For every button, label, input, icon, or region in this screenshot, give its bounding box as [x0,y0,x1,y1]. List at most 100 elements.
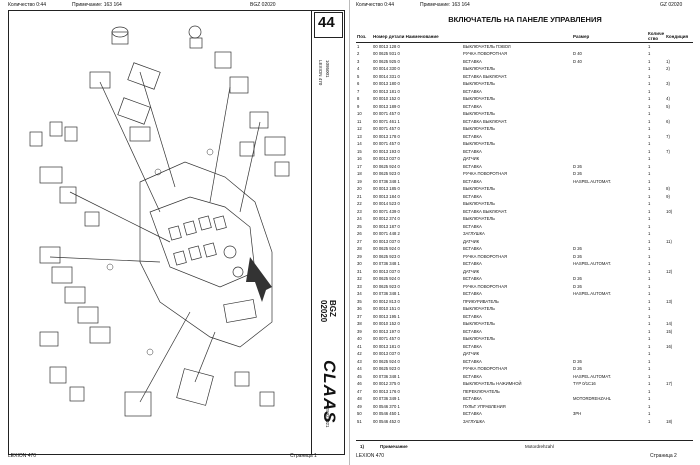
cell-size [572,80,647,88]
cell-size: HASPEL AUTOMAT. [573,291,612,297]
cell-pos: 15 [357,148,362,154]
cell-pos: 32 [357,276,362,282]
cell-cond [665,350,693,358]
footer-page: Страница 2 [650,453,677,459]
cell-name: ДАТЧИК [463,156,480,162]
header-code: BGZ 02020 [250,2,276,8]
cell-size [572,223,647,231]
cell-num: 00 0546 452 0 [373,418,400,424]
cell-qty: 1 [648,51,651,57]
cell-pos: 24 [357,216,362,222]
cell-pos: 9 [357,103,360,109]
cell-size [572,118,647,126]
cell-name: ВЫКЛЮЧАТЕЛЬ [463,201,495,207]
cell-pos: 26 [357,231,362,237]
cell-num: 00 0546 450 1 [373,411,400,417]
cell-cond [665,110,693,118]
cell-size: D 26 [573,246,582,252]
cell-pos: 2 [357,51,360,57]
cell-num: 00 0625 924 0 [373,358,400,364]
cell-size: D 26 [573,276,582,282]
cell-name: ВСТАВКА ВЫКЛЮЧАТ. [463,208,508,214]
cell-name: ВЫКЛЮЧАТЕЛЬ [463,321,495,327]
cell-name: ВСТАВКА [463,411,482,417]
cell-num: 00 0013 195 1 [373,313,400,319]
col-pos: Поз. [356,30,372,43]
cell-pos: 36 [357,306,362,312]
cell-num: 00 0014 523 0 [373,201,400,207]
cell-size [572,418,647,426]
cell-name: ВСТАВКА [463,163,482,169]
cell-pos: 44 [357,366,362,372]
cell-num: 00 0013 178 0 [373,133,400,139]
cell-size [572,133,647,141]
cell-qty: 1 [648,216,651,222]
cell-qty: 1 [648,388,651,394]
cell-name: ВЫКЛЮЧАТЕЛЬ [463,66,495,72]
cell-size [572,335,647,343]
cell-cond: 17) [666,381,673,387]
cell-qty: 1 [648,403,651,409]
cell-name: ПЕРЕКЛЮЧАТЕЛЬ [463,388,500,394]
cell-qty: 1 [648,261,651,267]
cell-size [572,388,647,396]
cell-num: 00 0013 193 0 [373,148,400,154]
cell-qty: 1 [648,66,651,72]
header-note: Примечание: 163 164 [72,2,122,8]
cell-cond [665,163,693,171]
cell-cond: 9) [666,193,670,199]
cell-num: 00 0071 457 0 [373,111,400,117]
cell-qty: 1 [648,253,651,259]
cell-cond: 11) [666,238,672,244]
col-number-name: Номер детали Наименование [372,30,572,43]
cell-num: 00 0013 185 0 [373,186,400,192]
cell-cond [665,335,693,343]
cell-cond: 13) [666,298,673,304]
cell-num: 00 0736 349 1 [373,396,400,402]
cell-qty: 1 [648,351,651,357]
cell-cond [665,260,693,268]
note-text: Motordrehzahl [525,444,554,449]
cell-name: ВСТАВКА ВЫКЛЮЧАТ. [463,73,508,79]
cell-pos: 34 [357,291,362,297]
cell-pos: 8 [357,96,360,102]
cell-cond [665,178,693,186]
cell-name: ВСТАВКА [463,328,482,334]
cell-pos: 46 [357,381,362,387]
cell-size [572,305,647,313]
cell-qty: 1 [648,321,651,327]
cell-name: ВЫКЛЮЧАТЕЛЬ [463,96,495,102]
cell-name: ЗАГЛУШКА [463,418,485,424]
cell-name: ВСТАВКА [463,396,482,402]
cell-size [572,350,647,358]
cell-name: РУЧКА ПОВОРОТНАЯ [463,366,508,372]
cell-pos: 45 [357,373,362,379]
cell-num: 00 0625 931 0 [373,51,400,57]
cell-size: D 40 [573,58,582,64]
note-label: Примечание [380,444,408,449]
cell-cond [665,230,693,238]
cell-cond [665,155,693,163]
cell-num: 00 0071 439 0 [373,208,400,214]
cell-pos: 29 [357,253,362,259]
cell-name: ДАТЧИК [463,268,480,274]
cell-num: 00 0071 461 1 [373,118,400,124]
cell-num: 00 0013 176 0 [373,388,400,394]
cell-size [572,343,647,351]
cell-num: 00 0071 457 0 [373,141,400,147]
cell-qty: 1 [648,373,651,379]
cell-name: ВЫКЛЮЧАТЕЛЬ ПЭВОЛ [463,44,511,49]
cell-qty: 1 [648,291,651,297]
cell-name: ПУЛЬТ УПРАВЛЕНИЯ [463,403,506,409]
cell-size [572,403,647,411]
